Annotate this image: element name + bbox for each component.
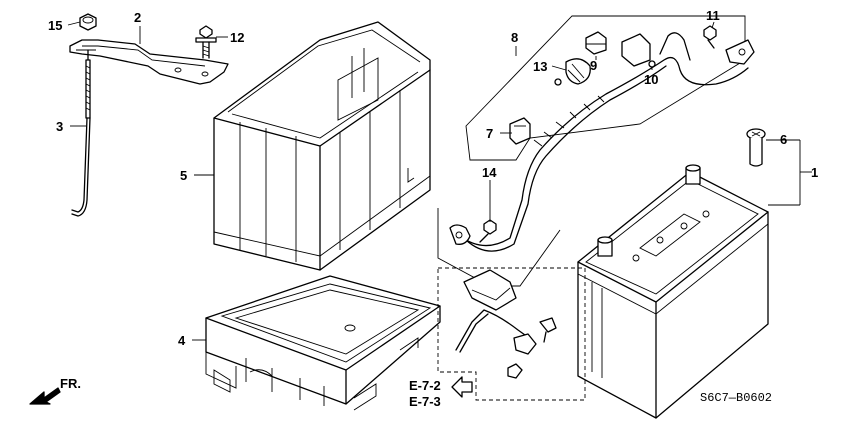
callout-14: 14 bbox=[482, 165, 497, 180]
callout-4: 4 bbox=[178, 333, 186, 348]
setting-plate-part-2 bbox=[69, 39, 229, 85]
callout-9: 9 bbox=[590, 58, 597, 73]
reference-e-7-2: E-7-2 bbox=[409, 378, 441, 393]
battery-tray-part-4 bbox=[205, 275, 441, 411]
battery-box-part-5 bbox=[213, 21, 431, 271]
reference-arrow: E-7-2 E-7-3 bbox=[409, 376, 473, 409]
callout-10: 10 bbox=[644, 72, 658, 87]
callout-12: 12 bbox=[230, 30, 244, 45]
callout-8: 8 bbox=[511, 30, 518, 45]
nut-part-15 bbox=[79, 13, 97, 31]
clip-part-9 bbox=[585, 31, 607, 55]
battery-cable-part-8 bbox=[449, 32, 755, 252]
bolt-part-12 bbox=[195, 25, 217, 59]
callout-7: 7 bbox=[486, 126, 493, 141]
callout-15: 15 bbox=[48, 18, 62, 33]
clamp-part-10 bbox=[621, 33, 656, 68]
callout-3: 3 bbox=[56, 119, 63, 134]
harness-boundary-part-8 bbox=[465, 15, 746, 161]
callout-11: 11 bbox=[706, 8, 720, 23]
rod-part-3 bbox=[71, 49, 91, 217]
leader-lines bbox=[67, 21, 812, 341]
vent-cap-part-6 bbox=[746, 128, 766, 167]
callout-2: 2 bbox=[134, 10, 141, 25]
reference-e-7-3: E-7-3 bbox=[409, 394, 441, 409]
battery-part-1 bbox=[577, 164, 769, 419]
callout-6: 6 bbox=[780, 132, 787, 147]
harness-lower-boundary bbox=[437, 208, 561, 287]
cable-clamp-part-13 bbox=[554, 58, 591, 86]
bolt-part-14 bbox=[479, 219, 497, 243]
diagram-code: S6C7—B0602 bbox=[700, 391, 772, 405]
clip-part-7 bbox=[509, 117, 531, 145]
direction-label: FR. bbox=[60, 376, 81, 391]
front-direction-indicator: FR. bbox=[29, 376, 81, 405]
callout-13: 13 bbox=[533, 59, 547, 74]
bolt-part-11 bbox=[703, 25, 717, 49]
callout-5: 5 bbox=[180, 168, 187, 183]
callout-1: 1 bbox=[811, 165, 818, 180]
sensor-subassembly-box bbox=[437, 267, 586, 401]
callout-labels: 1 2 3 4 5 6 7 8 9 10 11 12 13 14 15 bbox=[48, 8, 818, 348]
